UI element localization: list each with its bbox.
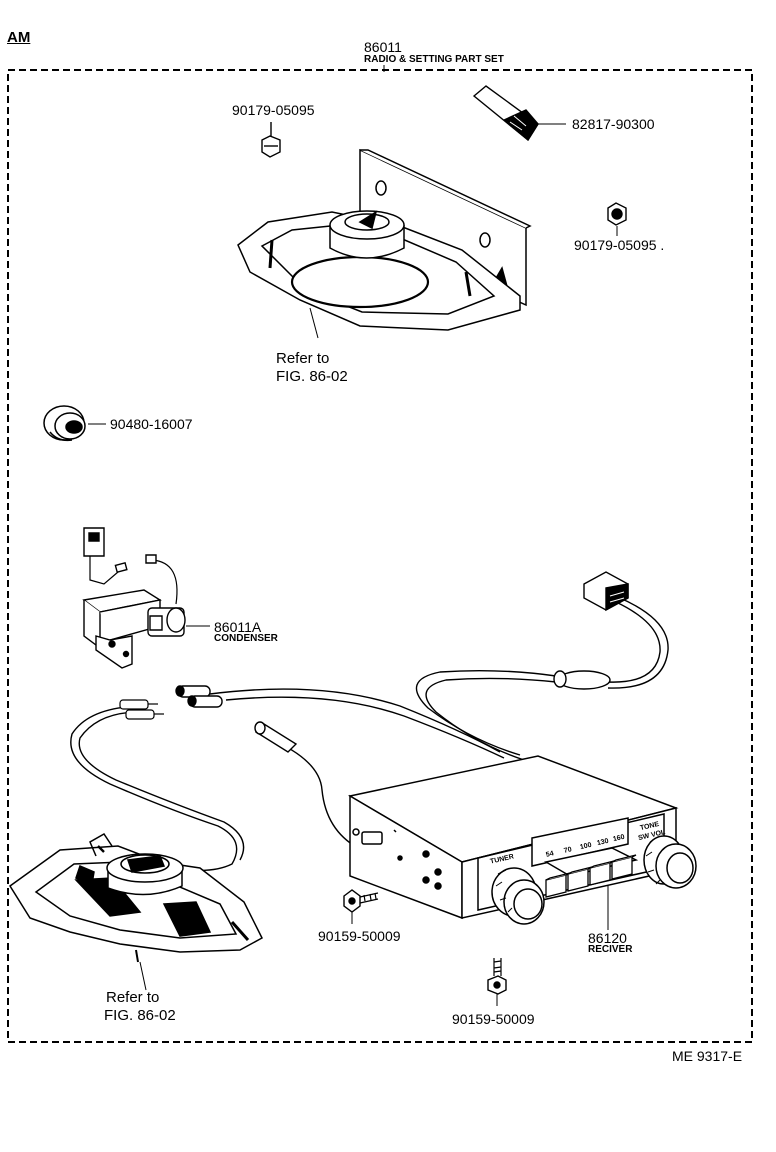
clip-part [474, 86, 566, 140]
nut-top-left [262, 122, 280, 157]
receiver-number: 86120 [588, 930, 627, 946]
ref-top-line1: Refer to [276, 350, 330, 367]
left-knob [492, 868, 544, 924]
footer-code: ME 9317-E [672, 1048, 743, 1064]
ref-top-line2: FIG. 86-02 [276, 368, 348, 385]
set-part-number: 86011 [364, 39, 402, 55]
set-part-name: RADIO & SETTING PART SET [364, 54, 504, 65]
ref-bottom-line1: Refer to [106, 989, 160, 1006]
grommet [44, 406, 106, 440]
condenser-number: 86011A [214, 619, 262, 635]
female-connectors [176, 686, 222, 707]
receiver-name: RECIVER [588, 944, 633, 955]
ref-bottom-line2: FIG. 86-02 [104, 1007, 176, 1024]
bolt-bottom-label: 90159-50009 [452, 1011, 535, 1027]
male-connectors [120, 700, 164, 719]
bolt-left-label: 90159-50009 [318, 928, 401, 944]
top-speaker-bracket [238, 150, 530, 338]
condenser [84, 528, 210, 668]
preset-buttons [546, 855, 636, 897]
nut-top-left-label: 90179-05095 [232, 102, 315, 118]
antenna-socket [255, 722, 296, 752]
clip-label: 82817-90300 [572, 116, 655, 132]
right-knob [644, 836, 696, 888]
bolt-left [344, 890, 378, 924]
nut-right [608, 203, 626, 236]
section-tag: AM [7, 29, 31, 46]
bolt-bottom [488, 958, 506, 1006]
antenna-plug [584, 572, 628, 610]
grommet-label: 90480-16007 [110, 416, 193, 432]
nut-right-label: 90179-05095 . [574, 237, 665, 253]
cable-joint [554, 671, 610, 689]
condenser-name: CONDENSER [214, 633, 278, 644]
wiring-harness [71, 598, 668, 870]
bottom-speaker [10, 834, 262, 990]
